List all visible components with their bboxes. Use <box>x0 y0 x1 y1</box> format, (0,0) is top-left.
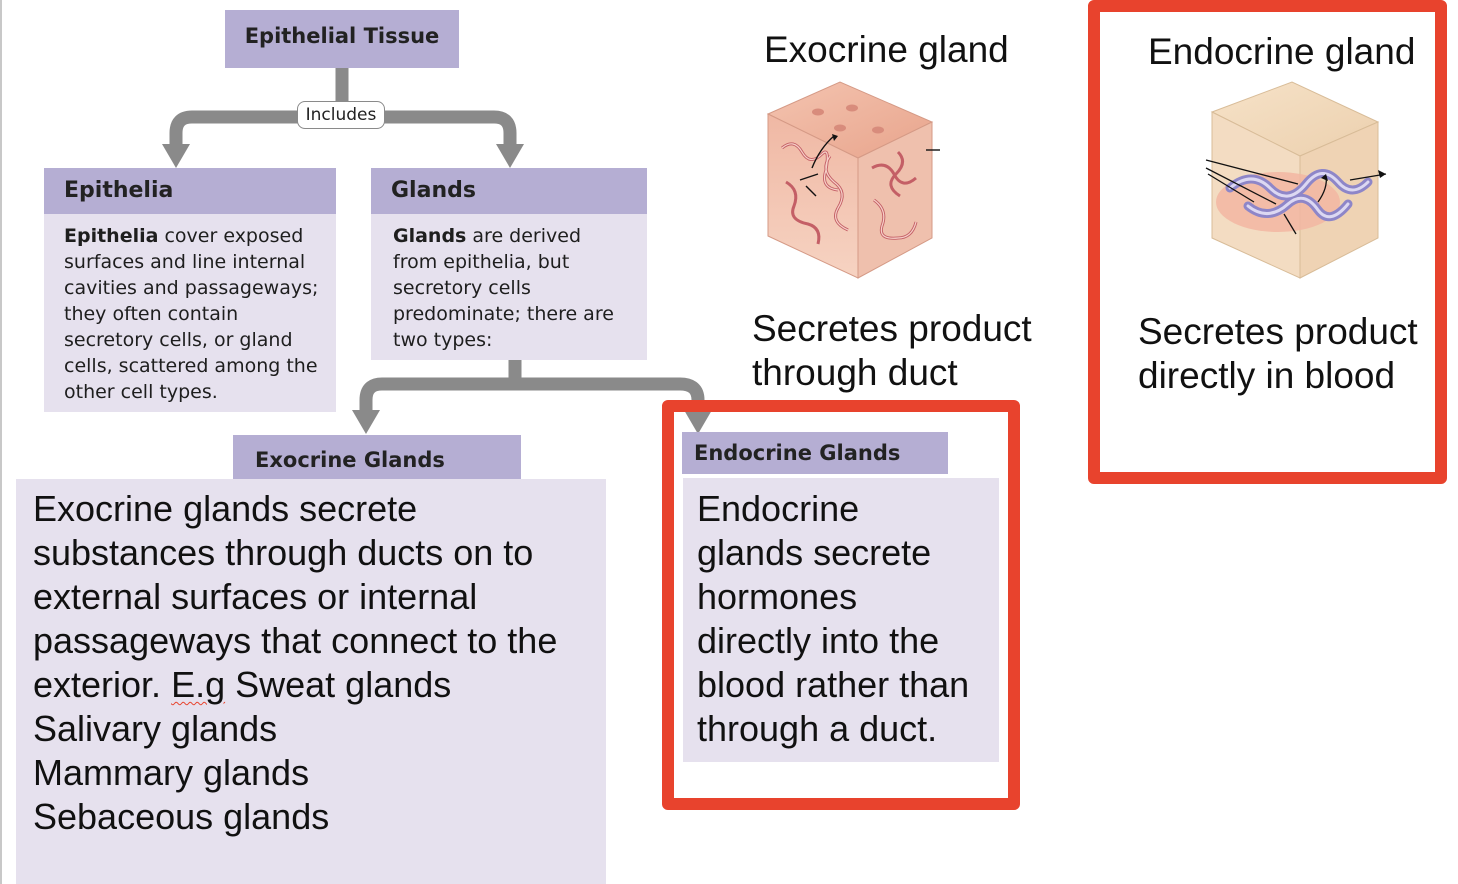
exocrine-example-2: Sebaceous glands <box>33 796 330 837</box>
connector-to-exocrine <box>359 377 515 414</box>
exocrine-line-2: external surfaces or internal <box>33 576 478 617</box>
glands-line-3: predominate; there are <box>393 303 614 325</box>
endocrine-illustration-highlight-frame <box>1088 0 1447 484</box>
arrowhead-glands <box>496 144 524 168</box>
endocrine-illustration-caption: Secretes product directly in blood <box>1138 310 1418 398</box>
epithelia-line-6: other cell types. <box>64 381 218 403</box>
eg-abbrev: E.g <box>171 664 226 705</box>
endocrine-panel: Endocrine glands secrete hormones direct… <box>683 478 999 762</box>
endocrine-gland-illustration <box>1205 81 1387 279</box>
exocrine-header: Exocrine Glands <box>233 435 521 481</box>
exocrine-gland-illustration <box>766 81 940 279</box>
glands-title: Glands <box>391 178 476 203</box>
exocrine-example-0: Salivary glands <box>33 708 278 749</box>
endocrine-caption-line-0: Secretes product <box>1138 311 1418 352</box>
left-edge-rule <box>0 0 2 884</box>
exocrine-caption-line-1: through duct <box>752 352 958 393</box>
endocrine-line-1: glands secrete <box>697 532 932 573</box>
endocrine-title: Endocrine Glands <box>694 441 901 465</box>
exocrine-illustration-caption: Secretes product through duct <box>752 307 1032 395</box>
glands-line-4: two types: <box>393 329 493 351</box>
exocrine-line-1: substances through ducts on to <box>33 532 534 573</box>
exocrine-line-4: exterior. E.g Sweat glands <box>33 664 452 705</box>
endocrine-line-4: blood rather than <box>697 664 970 705</box>
arrowhead-exocrine <box>352 410 380 434</box>
exocrine-line-0: Exocrine glands secrete <box>33 488 418 529</box>
epithelia-line-1: surfaces and line internal <box>64 251 306 273</box>
glands-line-1: from epithelia, but <box>393 251 570 273</box>
includes-label: Includes <box>297 101 385 129</box>
exocrine-illustration-title: Exocrine gland <box>764 29 1009 70</box>
arrowhead-endocrine <box>684 410 712 434</box>
connector-to-endocrine <box>515 377 705 414</box>
connector-to-epithelia <box>169 110 330 148</box>
glands-line-2: secretory cells <box>393 277 531 299</box>
endocrine-caption-line-1: directly in blood <box>1138 355 1396 396</box>
exocrine-line-3: passageways that connect to the <box>33 620 558 661</box>
epithelia-line-4: secretory cells, or gland <box>64 329 293 351</box>
endocrine-line-0: Endocrine <box>697 488 860 529</box>
endocrine-line-2: hormones <box>697 576 858 617</box>
endocrine-header: Endocrine Glands <box>682 432 948 474</box>
endocrine-line-5: through a duct. <box>697 708 938 749</box>
epithelia-line-2: cavities and passageways; <box>64 277 319 299</box>
glands-header: Glands <box>371 168 647 214</box>
epithelia-line-0: Epithelia cover exposed <box>64 225 304 247</box>
endocrine-highlight-frame <box>662 400 1020 810</box>
endocrine-illustration-title: Endocrine gland <box>1148 31 1416 72</box>
arrowhead-epithelia <box>162 144 190 168</box>
exocrine-panel: Exocrine glands secrete substances throu… <box>16 479 606 884</box>
connector-to-glands <box>354 110 517 148</box>
root-header: Epithelial Tissue <box>225 10 459 68</box>
epithelia-header: Epithelia <box>44 168 336 214</box>
epithelia-line-5: cells, scattered among the <box>64 355 318 377</box>
glands-panel: Glands are derived from epithelia, but s… <box>371 214 647 360</box>
glands-line-0: Glands are derived <box>393 225 582 247</box>
endocrine-line-3: directly into the <box>697 620 940 661</box>
exocrine-caption-line-0: Secretes product <box>752 308 1032 349</box>
exocrine-title: Exocrine Glands <box>255 448 445 472</box>
exo-right-face <box>857 121 933 279</box>
root-title: Epithelial Tissue <box>244 24 440 48</box>
epithelia-title: Epithelia <box>64 178 174 203</box>
epithelia-line-3: they often contain <box>64 303 239 325</box>
exocrine-example-1: Mammary glands <box>33 752 310 793</box>
epithelia-panel: Epithelia cover exposed surfaces and lin… <box>44 214 336 412</box>
